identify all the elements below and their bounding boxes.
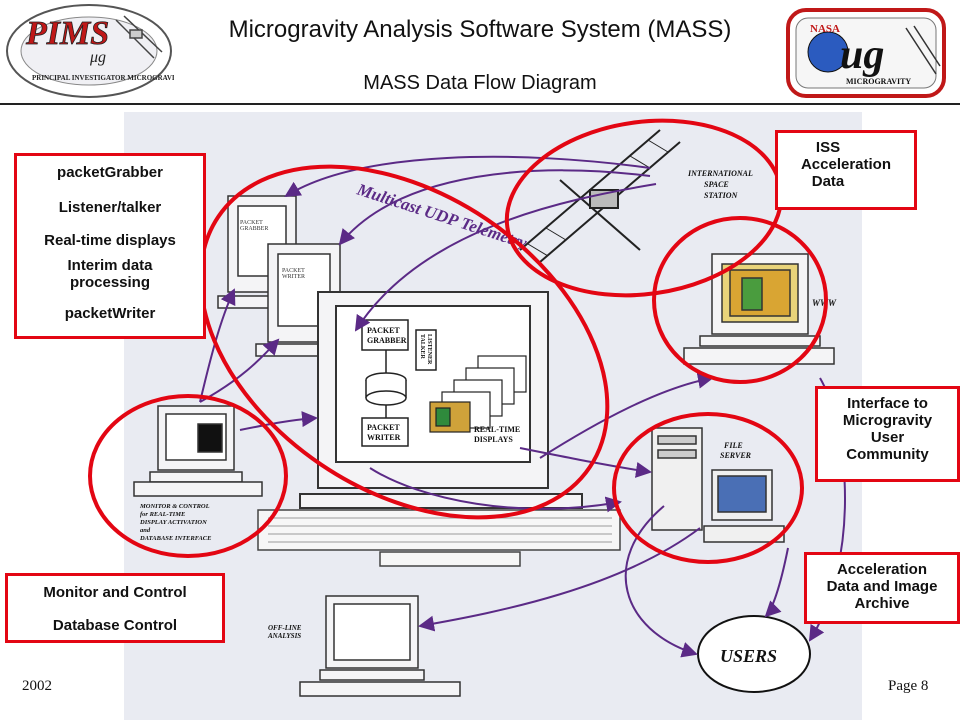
archive-highlight <box>612 412 804 564</box>
footer-year: 2002 <box>22 678 52 694</box>
callout-line: Archive <box>854 595 910 612</box>
www-workstation <box>683 253 835 365</box>
offline-analysis-workstation <box>299 595 461 697</box>
header-divider <box>0 103 960 105</box>
offline-label-1: OFF-LINE <box>268 624 302 632</box>
monitor-label-3: DISPLAY ACTIVATION <box>139 519 207 526</box>
mass-functions-callout: packetGrabber Listener/talker Real-time … <box>14 153 206 339</box>
callout-line: Acceleration <box>800 156 892 173</box>
highlight-ellipses <box>88 118 828 564</box>
pims-logo-badge: μg <box>89 49 106 66</box>
users-oval <box>697 615 811 693</box>
realtime-label-2: DISPLAYS <box>474 435 513 444</box>
small-label-3: PACKET <box>282 268 305 274</box>
space-station-icon <box>519 129 681 263</box>
station-label-1: INTERNATIONAL <box>687 169 753 178</box>
monitor-label-1: MONITOR & CONTROL <box>139 503 210 510</box>
ug-logo-text: ug <box>840 32 884 78</box>
nasa-logo-text: NASA <box>810 23 840 35</box>
callout-line: User <box>870 429 905 446</box>
monitor-label-2: for REAL-TIME <box>140 511 186 518</box>
monitor-control-workstation <box>133 405 263 497</box>
listener-label: LISTENER <box>426 334 432 365</box>
offline-label-2: ANALYSIS <box>267 632 301 640</box>
station-sketch-icon <box>115 15 163 59</box>
monitor-label-4: and <box>140 527 151 534</box>
small-label-4: WRITER <box>282 274 305 280</box>
station-label-2: SPACE <box>704 180 729 189</box>
packet-grabber-label-1: PACKET <box>367 326 400 335</box>
telemetry-label: Multicast UDP Telemetry <box>354 179 530 252</box>
callout-line: Database Control <box>52 617 178 634</box>
monitor-highlight <box>88 394 288 558</box>
footer-page-number: Page 8 <box>888 678 929 694</box>
callout-line: Interim data processing <box>67 257 153 291</box>
callout-line: Data and Image <box>826 578 938 595</box>
file-server-icon <box>651 427 785 543</box>
pims-logo: PIMS μg PRINCIPAL INVESTIGATOR MICROGRAV… <box>4 2 221 100</box>
pims-logo-text: PIMS <box>25 15 109 52</box>
realtime-label-1: REAL-TIME <box>474 425 520 434</box>
callout-line: packetWriter <box>64 305 156 322</box>
packet-writer-label-2: WRITER <box>367 433 401 442</box>
packet-writer-label-1: PACKET <box>367 423 400 432</box>
callout-line: Interface to <box>847 395 928 412</box>
page-subtitle: MASS Data Flow Diagram <box>363 72 597 94</box>
iss-data-callout: ISS Acceleration Data <box>775 130 917 210</box>
callout-line: ISS <box>815 139 841 156</box>
callout-line: Listener/talker <box>58 199 162 216</box>
file-server-label-2: SERVER <box>720 451 752 460</box>
nasa-microgravity-logo: NASA ug MICROGRAVITY <box>786 8 946 98</box>
archive-callout: Acceleration Data and Image Archive <box>804 552 960 624</box>
page-title: Microgravity Analysis Software System (M… <box>228 16 732 43</box>
talker-label: TALKER <box>419 334 425 360</box>
callout-line: packetGrabber <box>57 164 163 181</box>
user-interface-callout: Interface to Microgravity User Community <box>815 386 960 482</box>
main-keyboard <box>257 509 621 567</box>
file-server-label-1: FILE <box>723 441 743 450</box>
users-label: USERS <box>720 646 777 666</box>
station-label-3: STATION <box>704 191 739 200</box>
monitor-label-5: DATABASE INTERFACE <box>139 535 212 542</box>
listener-talker-box <box>415 329 437 371</box>
callout-line: Acceleration <box>836 561 928 578</box>
callout-line: Data <box>811 173 845 190</box>
microgravity-logo-text: MICROGRAVITY <box>846 77 911 86</box>
www-highlight <box>652 216 828 384</box>
realtime-display-stack <box>429 355 527 433</box>
callout-line: Microgravity <box>842 412 933 429</box>
packet-grabber-label-2: GRABBER <box>367 336 407 345</box>
mass-highlight <box>198 164 610 520</box>
station-small-icon <box>905 25 941 75</box>
callout-line: Real-time displays <box>44 232 176 249</box>
callout-line: Monitor and Control <box>43 584 187 601</box>
small-label-1: PACKET <box>240 220 263 226</box>
packet-writer-box <box>361 417 409 447</box>
callout-line: Community <box>846 446 929 463</box>
monitor-control-callout: Monitor and Control Database Control <box>5 573 225 643</box>
small-label-2: GRABBER <box>240 226 268 232</box>
pims-logo-ring: PRINCIPAL INVESTIGATOR MICROGRAVITY SERV… <box>32 74 174 82</box>
packet-grabber-box <box>361 319 409 351</box>
